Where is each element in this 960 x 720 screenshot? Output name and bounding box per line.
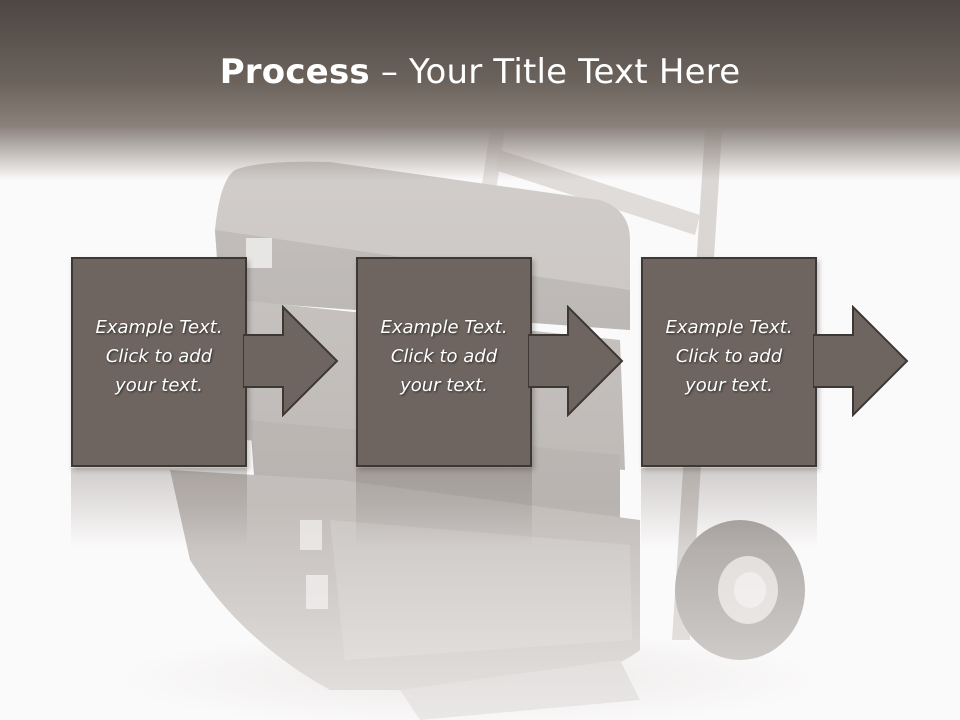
- process-step-1[interactable]: Example Text. Click to add your text.: [71, 257, 247, 467]
- step-text[interactable]: Example Text. Click to add your text.: [643, 313, 815, 400]
- step-text[interactable]: Example Text. Click to add your text.: [73, 313, 245, 400]
- step-text-line: Example Text.: [665, 317, 793, 338]
- step-box[interactable]: Example Text. Click to add your text.: [641, 257, 817, 467]
- process-step-3[interactable]: Example Text. Click to add your text.: [641, 257, 817, 467]
- step-box[interactable]: Example Text. Click to add your text.: [71, 257, 247, 467]
- title-rest: – Your Title Text Here: [369, 52, 741, 92]
- step-text-line: your text.: [115, 375, 203, 396]
- step-text-line: Click to add: [105, 346, 213, 367]
- step-reflection: [71, 468, 247, 548]
- step-text-line: Click to add: [675, 346, 783, 367]
- step-text-line: Example Text.: [380, 317, 508, 338]
- step-box[interactable]: Example Text. Click to add your text.: [356, 257, 532, 467]
- step-text-line: Click to add: [390, 346, 498, 367]
- step-reflection: [641, 468, 817, 548]
- step-text-line: your text.: [685, 375, 773, 396]
- process-step-2[interactable]: Example Text. Click to add your text.: [356, 257, 532, 467]
- right-arrow-icon: [243, 305, 339, 417]
- step-text-line: your text.: [400, 375, 488, 396]
- right-arrow-icon: [528, 305, 624, 417]
- right-arrow-icon: [813, 305, 909, 417]
- step-text[interactable]: Example Text. Click to add your text.: [358, 313, 530, 400]
- slide-title[interactable]: Process – Your Title Text Here: [0, 52, 960, 92]
- title-band: [0, 0, 960, 180]
- title-bold: Process: [219, 52, 370, 92]
- step-reflection: [356, 468, 532, 548]
- step-text-line: Example Text.: [95, 317, 223, 338]
